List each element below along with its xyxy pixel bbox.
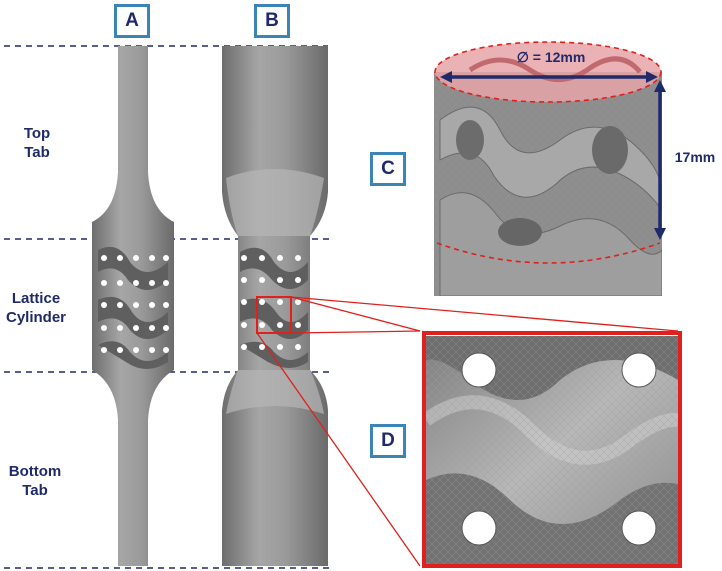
specimen-a-pores [101, 255, 169, 353]
gyroid-ridge-2 [439, 192, 662, 296]
gyroid-hole-3 [456, 120, 484, 160]
zoom-pore-1 [461, 352, 497, 388]
diameter-label: ∅ = 12mm [516, 49, 586, 65]
panel-label-b: B [254, 4, 290, 38]
region-label-bottom-line1: Bottom [8, 463, 62, 480]
specimen-b-upper-shoulder [226, 169, 324, 236]
zoom-connectors [256, 296, 679, 567]
specimen-b-lower-shoulder [226, 370, 324, 414]
cylinder-top-outline [434, 41, 662, 103]
specimen-a-body [92, 46, 174, 566]
panel-label-c-text: C [381, 158, 395, 179]
region-label-bottom: Bottom Tab [4, 462, 66, 500]
region-label-top: Top Tab [14, 124, 60, 162]
panel-label-a-text: A [125, 10, 139, 31]
gyroid-hole-2 [498, 218, 542, 246]
mesh-zoom-panel [422, 331, 682, 568]
diameter-arrowhead-right [646, 71, 658, 83]
region-label-lattice-line1: Lattice [11, 290, 61, 307]
panel-label-a: A [114, 4, 150, 38]
specimen-b-body [222, 46, 328, 566]
top-face-pattern [468, 56, 642, 82]
specimen-b-pores [241, 255, 301, 350]
panel-label-b-text: B [265, 10, 279, 31]
panel-label-c: C [370, 152, 406, 186]
region-label-top-line2: Tab [24, 144, 50, 161]
region-label-top-line1: Top [23, 125, 51, 142]
zoom-source-box [256, 296, 292, 334]
height-arrowhead-top [654, 80, 666, 92]
zoom-frame [422, 331, 682, 568]
cylinder-closeup [434, 41, 666, 296]
panel-label-d: D [370, 424, 406, 458]
diameter-arrowhead-left [440, 71, 452, 83]
region-label-lattice: Lattice Cylinder [0, 289, 72, 327]
cylinder-top-face [435, 42, 661, 102]
zoom-pore-2 [621, 352, 657, 388]
specimen-b [222, 46, 328, 566]
height-label: 17mm [674, 149, 716, 165]
height-arrowhead-bottom [654, 228, 666, 240]
zoom-pore-3 [461, 510, 497, 546]
cylinder-bottom-outline [436, 242, 661, 264]
zoom-pore-4 [621, 510, 657, 546]
region-label-bottom-line2: Tab [22, 482, 48, 499]
region-label-lattice-line2: Cylinder [5, 309, 66, 326]
gyroid-hole-1 [592, 126, 628, 174]
panel-label-d-text: D [381, 430, 395, 451]
specimen-a [92, 46, 174, 566]
